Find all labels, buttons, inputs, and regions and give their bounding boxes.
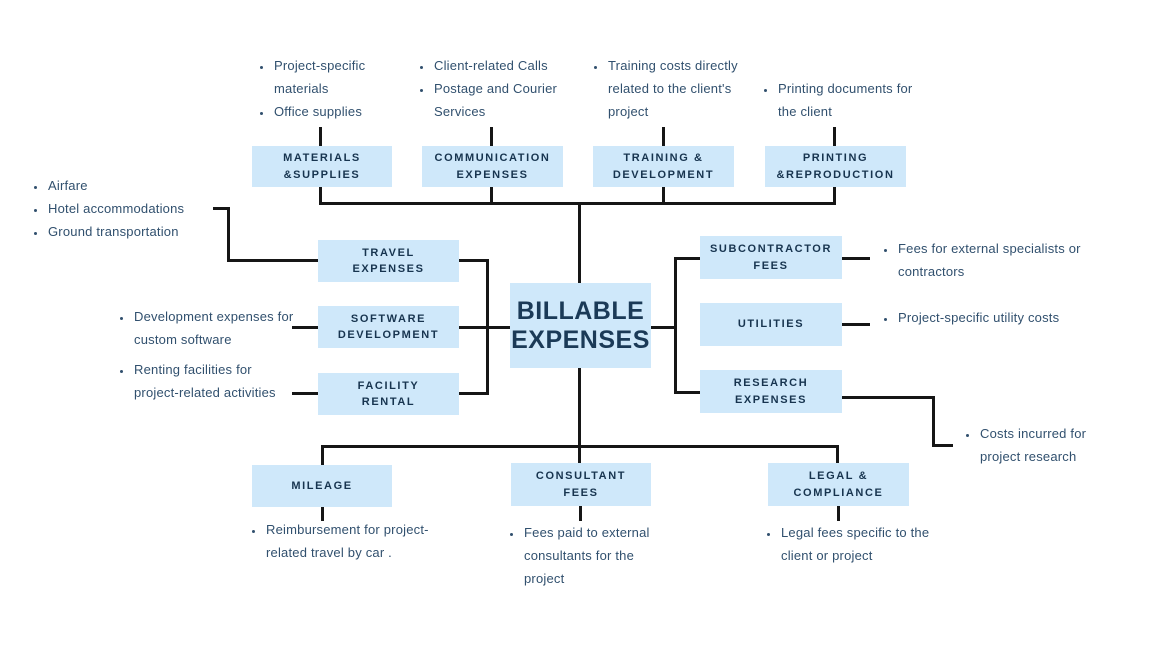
connector-line [292, 392, 318, 395]
note-item: Legal fees specific to the client or pro… [779, 521, 937, 567]
connector-line [579, 506, 582, 521]
connector-line [676, 257, 700, 260]
note-item: Development expenses for custom software [132, 305, 307, 351]
connector-line [227, 207, 230, 262]
node-utilities: UTILITIES [700, 303, 842, 346]
connector-line [490, 127, 493, 146]
connector-line [833, 127, 836, 146]
connector-line [662, 127, 665, 146]
notes-facility: Renting facilities for project-related a… [116, 358, 287, 404]
node-communication-expenses: COMMUNICATION EXPENSES [422, 146, 563, 187]
connector-line [842, 323, 870, 326]
note-item: Project-specific materials [272, 54, 404, 100]
notes-research: Costs incurred for project research [962, 422, 1123, 468]
note-item: Fees for external specialists or contrac… [896, 237, 1081, 283]
connector-line [578, 202, 581, 283]
note-item: Printing documents for the client [776, 77, 921, 123]
node-consultant-fees: CONSULTANT FEES [511, 463, 651, 506]
connector-line [490, 187, 493, 203]
note-item: Postage and Courier Services [432, 77, 584, 123]
connector-line [486, 259, 489, 395]
note-item: Client-related Calls [432, 54, 584, 77]
notes-legal: Legal fees specific to the client or pro… [763, 521, 937, 567]
connector-line [227, 259, 318, 262]
connector-line [932, 396, 935, 447]
note-item: Fees paid to external consultants for th… [522, 521, 677, 590]
notes-mileage: Reimbursement for project-related travel… [248, 518, 429, 564]
note-item: Airfare [46, 174, 246, 197]
connector-line [676, 391, 700, 394]
connector-line [674, 257, 677, 394]
node-subcontractor-fees: SUBCONTRACTOR FEES [700, 236, 842, 279]
connector-line [319, 187, 322, 203]
connector-line [578, 368, 581, 463]
connector-line [836, 445, 839, 463]
notes-communication: Client-related Calls Postage and Courier… [416, 54, 584, 123]
node-materials-supplies: MATERIALS &SUPPLIES [252, 146, 392, 187]
node-training-development: TRAINING & DEVELOPMENT [593, 146, 734, 187]
connector-line [842, 257, 870, 260]
note-item: Ground transportation [46, 220, 246, 243]
connector-line [213, 207, 230, 210]
note-item: Renting facilities for project-related a… [132, 358, 287, 404]
note-item: Hotel accommodations [46, 197, 246, 220]
connector-line [459, 392, 489, 395]
node-research-expenses: RESEARCH EXPENSES [700, 370, 842, 413]
node-facility-rental: FACILITY RENTAL [318, 373, 459, 415]
notes-materials: Project-specific materials Office suppli… [256, 54, 404, 123]
center-node-billable-expenses: BILLABLE EXPENSES [510, 283, 651, 368]
note-item: Project-specific utility costs [896, 306, 1061, 329]
connector-line [319, 202, 836, 205]
connector-line [833, 187, 836, 203]
notes-subcontractor: Fees for external specialists or contrac… [880, 237, 1081, 283]
node-mileage: MILEAGE [252, 465, 392, 507]
connector-line [837, 506, 840, 521]
note-item: Office supplies [272, 100, 404, 123]
notes-consultant: Fees paid to external consultants for th… [506, 521, 677, 590]
connector-line [932, 444, 953, 447]
connector-line [292, 326, 318, 329]
connector-line [321, 445, 839, 448]
node-legal-compliance: LEGAL & COMPLIANCE [768, 463, 909, 506]
note-item: Reimbursement for project-related travel… [264, 518, 429, 564]
node-software-development: SOFTWARE DEVELOPMENT [318, 306, 459, 348]
connector-line [459, 259, 489, 262]
notes-utilities: Project-specific utility costs [880, 306, 1061, 329]
connector-line [459, 326, 510, 329]
notes-training: Training costs directly related to the c… [590, 54, 766, 123]
connector-line [842, 396, 935, 399]
node-travel-expenses: TRAVEL EXPENSES [318, 240, 459, 282]
note-item: Training costs directly related to the c… [606, 54, 766, 123]
notes-travel: Airfare Hotel accommodations Ground tran… [30, 174, 246, 243]
node-printing-reproduction: PRINTING &REPRODUCTION [765, 146, 906, 187]
connector-line [662, 187, 665, 203]
note-item: Costs incurred for project research [978, 422, 1123, 468]
notes-software: Development expenses for custom software [116, 305, 307, 351]
connector-line [321, 507, 324, 521]
notes-printing: Printing documents for the client [760, 77, 921, 123]
connector-line [321, 445, 324, 465]
connector-line [651, 326, 677, 329]
connector-line [319, 127, 322, 146]
